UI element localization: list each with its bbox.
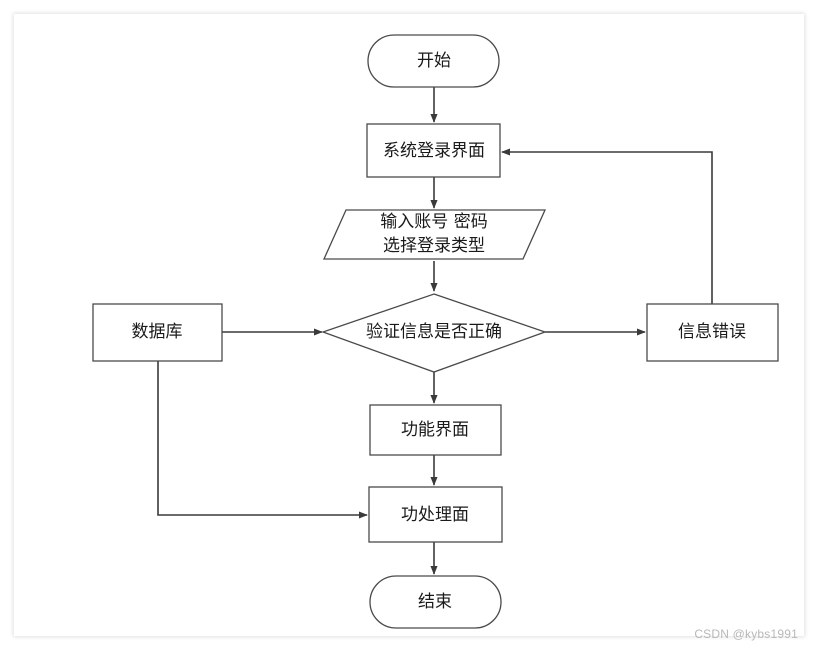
start-terminal — [367, 34, 500, 88]
connectors — [157, 87, 713, 575]
info-error-label: 信息错误 — [678, 322, 746, 342]
function-screen-box — [369, 404, 502, 456]
function-screen-label: 功能界面 — [401, 420, 469, 440]
verify-label: 验证信息是否正确 — [366, 322, 502, 342]
process-screen-box — [368, 486, 503, 543]
info-error-box — [646, 303, 779, 362]
start-label: 开始 — [417, 51, 451, 71]
input-label-line2: 选择登录类型 — [383, 236, 485, 256]
input-parallelogram — [322, 209, 547, 260]
database-box — [92, 303, 223, 362]
end-terminal — [369, 575, 502, 629]
process-screen-label: 功处理面 — [401, 505, 469, 525]
edge-error-to-login — [501, 148, 713, 304]
edge-database-to-process — [157, 361, 368, 519]
end-label: 结束 — [418, 592, 452, 612]
verify-decision — [321, 293, 547, 373]
login-screen-box — [366, 123, 501, 178]
database-label: 数据库 — [132, 322, 183, 342]
watermark: CSDN @kybs1991 — [694, 627, 798, 641]
login-screen-label: 系统登录界面 — [383, 141, 485, 161]
input-label-line1: 输入账号 密码 — [380, 212, 487, 232]
